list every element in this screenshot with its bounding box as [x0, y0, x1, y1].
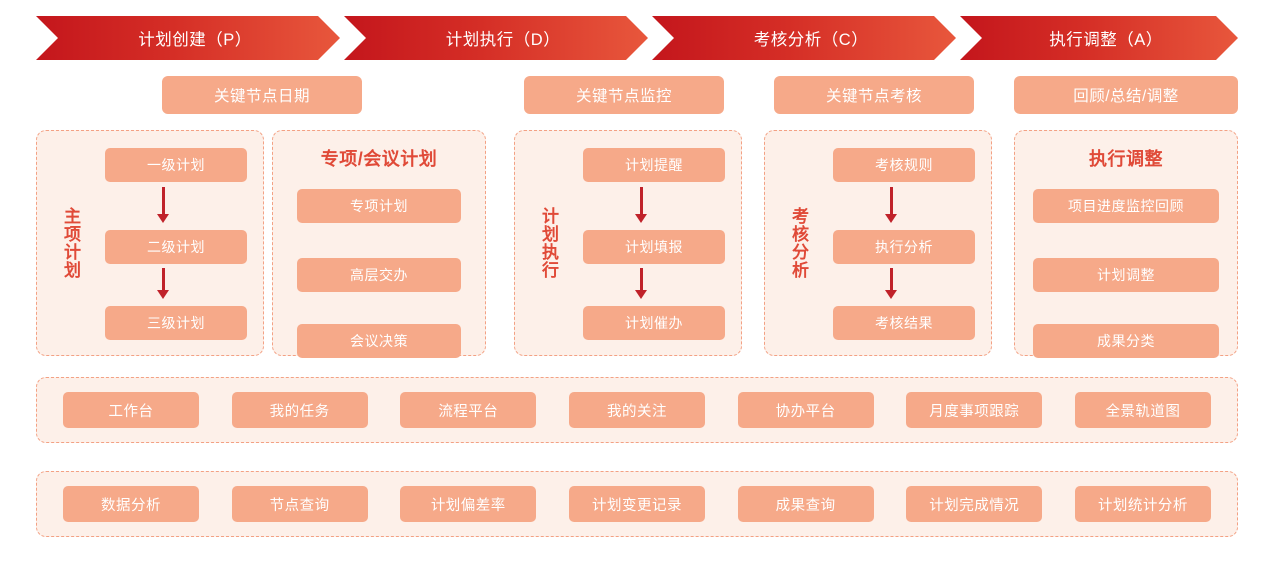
- chip-level-3-plan[interactable]: 三级计划: [105, 306, 247, 340]
- panel-master-plan: 主项计划 一级计划 二级计划 三级计划: [36, 130, 264, 356]
- chip-assessment-rules[interactable]: 考核规则: [833, 148, 975, 182]
- arrow-down-icon: [634, 187, 648, 223]
- stage-chevron-plan[interactable]: 计划创建（P）: [36, 16, 340, 60]
- chip-outcome-classification[interactable]: 成果分类: [1033, 324, 1219, 358]
- arrow-down-icon: [156, 268, 170, 299]
- module-process-platform[interactable]: 流程平台: [400, 392, 537, 428]
- module-monthly-item-tracking[interactable]: 月度事项跟踪: [906, 392, 1043, 428]
- panel-execution-adjustment: 执行调整 项目进度监控回顾 计划调整 成果分类: [1014, 130, 1238, 358]
- panel-chip-flow-master-plan: 一级计划 二级计划 三级计划: [37, 131, 263, 357]
- chip-level-1-plan[interactable]: 一级计划: [105, 148, 247, 182]
- stage-panel-row: 主项计划 一级计划 二级计划 三级计划 专项/会议计划 专项计划 高层交办 会议…: [36, 130, 1238, 358]
- chip-plan-adjustment[interactable]: 计划调整: [1033, 258, 1219, 292]
- module-outcome-query[interactable]: 成果查询: [737, 486, 874, 522]
- panel-assessment-analysis: 考核分析 考核规则 执行分析 考核结果: [764, 130, 992, 356]
- stage-chevron-check[interactable]: 考核分析（C）: [652, 16, 956, 60]
- module-my-follows[interactable]: 我的关注: [568, 392, 705, 428]
- stage-label-check: 考核分析（C）: [753, 31, 869, 49]
- analytics-module-band: 数据分析 节点查询 计划偏差率 计划变更记录 成果查询 计划完成情况 计划统计分…: [36, 471, 1238, 537]
- module-plan-deviation-rate[interactable]: 计划偏差率: [400, 486, 537, 522]
- module-node-query[interactable]: 节点查询: [231, 486, 368, 522]
- panel-chip-flow-plan-execution: 计划提醒 计划填报 计划催办: [515, 131, 741, 357]
- stage-label-do: 计划执行（D）: [445, 31, 561, 49]
- chip-executive-assignment[interactable]: 高层交办: [297, 258, 461, 292]
- chip-execution-analysis[interactable]: 执行分析: [833, 230, 975, 264]
- module-my-tasks[interactable]: 我的任务: [231, 392, 368, 428]
- chip-level-2-plan[interactable]: 二级计划: [105, 230, 247, 264]
- subheader-pill-milestone-monitor[interactable]: 关键节点监控: [524, 76, 724, 114]
- panel-side-label-plan-execution: 计划执行: [539, 207, 558, 279]
- subheader-pill-row: 关键节点日期 关键节点监控 关键节点考核 回顾/总结/调整: [36, 76, 1238, 114]
- panel-plan-execution: 计划执行 计划提醒 计划填报 计划催办: [514, 130, 742, 356]
- stage-chevron-do[interactable]: 计划执行（D）: [344, 16, 648, 60]
- panel-special-meeting-plan: 专项/会议计划 专项计划 高层交办 会议决策: [272, 130, 486, 358]
- arrow-down-icon: [884, 187, 898, 223]
- module-panoramic-track-map[interactable]: 全景轨道图: [1074, 392, 1211, 428]
- chip-assessment-result[interactable]: 考核结果: [833, 306, 975, 340]
- chip-project-progress-review[interactable]: 项目进度监控回顾: [1033, 189, 1219, 223]
- panel-title-execution-adjustment: 执行调整: [1089, 149, 1163, 169]
- arrow-down-icon: [634, 268, 648, 299]
- panel-side-label-assessment-analysis: 考核分析: [789, 207, 808, 279]
- module-collaboration-platform[interactable]: 协办平台: [737, 392, 874, 428]
- panel-chip-stack-special-meeting-plan: 专项计划 高层交办 会议决策: [273, 131, 485, 358]
- subheader-pill-milestone-date[interactable]: 关键节点日期: [162, 76, 362, 114]
- stage-label-plan: 计划创建（P）: [138, 31, 252, 49]
- chip-plan-reminder[interactable]: 计划提醒: [583, 148, 725, 182]
- module-data-analysis[interactable]: 数据分析: [63, 486, 199, 522]
- chip-special-plan[interactable]: 专项计划: [297, 189, 461, 223]
- stage-chevron-act[interactable]: 执行调整（A）: [960, 16, 1238, 60]
- arrow-down-icon: [884, 268, 898, 299]
- chip-plan-expediting[interactable]: 计划催办: [583, 306, 725, 340]
- module-workbench[interactable]: 工作台: [63, 392, 199, 428]
- module-plan-statistics-analysis[interactable]: 计划统计分析: [1074, 486, 1211, 522]
- panel-chip-flow-assessment-analysis: 考核规则 执行分析 考核结果: [765, 131, 991, 357]
- subheader-pill-retrospective[interactable]: 回顾/总结/调整: [1014, 76, 1238, 114]
- platform-module-band: 工作台 我的任务 流程平台 我的关注 协办平台 月度事项跟踪 全景轨道图: [36, 377, 1238, 443]
- subheader-pill-milestone-review[interactable]: 关键节点考核: [774, 76, 974, 114]
- chip-meeting-decision[interactable]: 会议决策: [297, 324, 461, 358]
- module-plan-completion-status[interactable]: 计划完成情况: [906, 486, 1043, 522]
- stage-label-act: 执行调整（A）: [1049, 31, 1163, 49]
- chip-plan-reporting[interactable]: 计划填报: [583, 230, 725, 264]
- module-plan-change-record[interactable]: 计划变更记录: [568, 486, 705, 522]
- arrow-down-icon: [156, 187, 170, 223]
- panel-chip-stack-execution-adjustment: 项目进度监控回顾 计划调整 成果分类: [1015, 131, 1237, 358]
- panel-side-label-master-plan: 主项计划: [61, 207, 80, 279]
- panel-title-special-meeting-plan: 专项/会议计划: [320, 149, 438, 169]
- stage-chevron-row: 计划创建（P） 计划执行（D） 考核分析（C） 执行调整（A）: [36, 16, 1238, 60]
